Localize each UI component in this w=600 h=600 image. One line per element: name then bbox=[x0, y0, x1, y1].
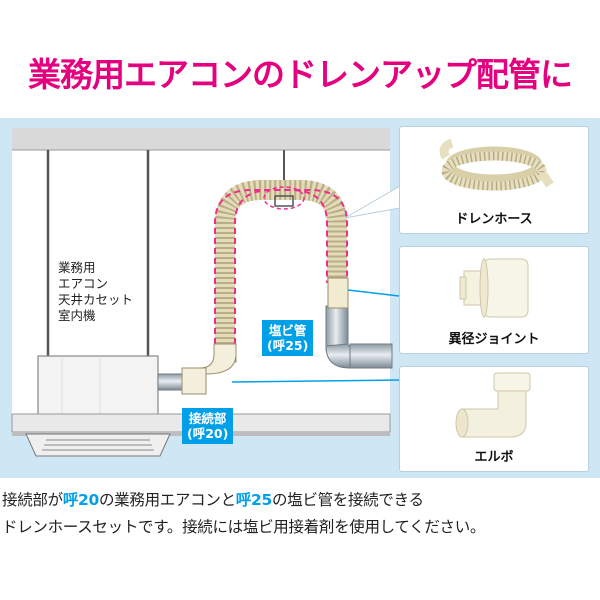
part-name-elbow: エルボ bbox=[474, 450, 514, 465]
joint-tag: 接続部 (呼20) bbox=[182, 408, 234, 444]
reducer-joint-icon bbox=[459, 258, 529, 318]
hanger-highlight bbox=[263, 186, 305, 210]
part-name-drain-hose: ドレンホース bbox=[455, 212, 533, 227]
pvc-pipe-horizontal bbox=[349, 343, 393, 369]
drain-diagram bbox=[11, 128, 401, 457]
page-title: 業務用エアコンのドレンアップ配管に bbox=[28, 55, 573, 94]
size-20: 呼20 bbox=[62, 491, 99, 509]
pvc-pipe-vertical bbox=[325, 305, 349, 351]
reducer-joint bbox=[327, 277, 349, 309]
coiled-hose-icon bbox=[439, 138, 554, 191]
hose-hanger-band bbox=[274, 195, 294, 207]
callout-joint bbox=[347, 289, 400, 297]
description: 接続部が呼20の業務用エアコンと呼25の塩ビ管を接続できる ドレンホースセットで… bbox=[2, 491, 486, 536]
ac-unit-body bbox=[37, 355, 159, 419]
ac-unit-label: 業務用 エアコン 天井カセット 室内機 bbox=[58, 260, 134, 323]
ceiling-slab bbox=[12, 128, 390, 150]
part-name-reducer-joint: 異径ジョイント bbox=[448, 332, 540, 347]
pvc-pipe-tag: 塩ビ管 (呼25) bbox=[262, 320, 314, 356]
part-card-reducer-joint: 異径ジョイント bbox=[399, 246, 589, 354]
part-card-elbow: エルボ bbox=[399, 366, 589, 472]
diagram-panel: 業務用 エアコン 天井カセット 室内機 塩ビ管 (呼25) 接続部 (呼20) … bbox=[0, 118, 600, 478]
unit-drain-outlet bbox=[157, 373, 183, 391]
part-card-drain-hose: ドレンホース bbox=[399, 126, 589, 234]
size-25: 呼25 bbox=[235, 491, 272, 509]
callout-elbow bbox=[231, 379, 400, 383]
elbow-icon bbox=[455, 372, 531, 438]
